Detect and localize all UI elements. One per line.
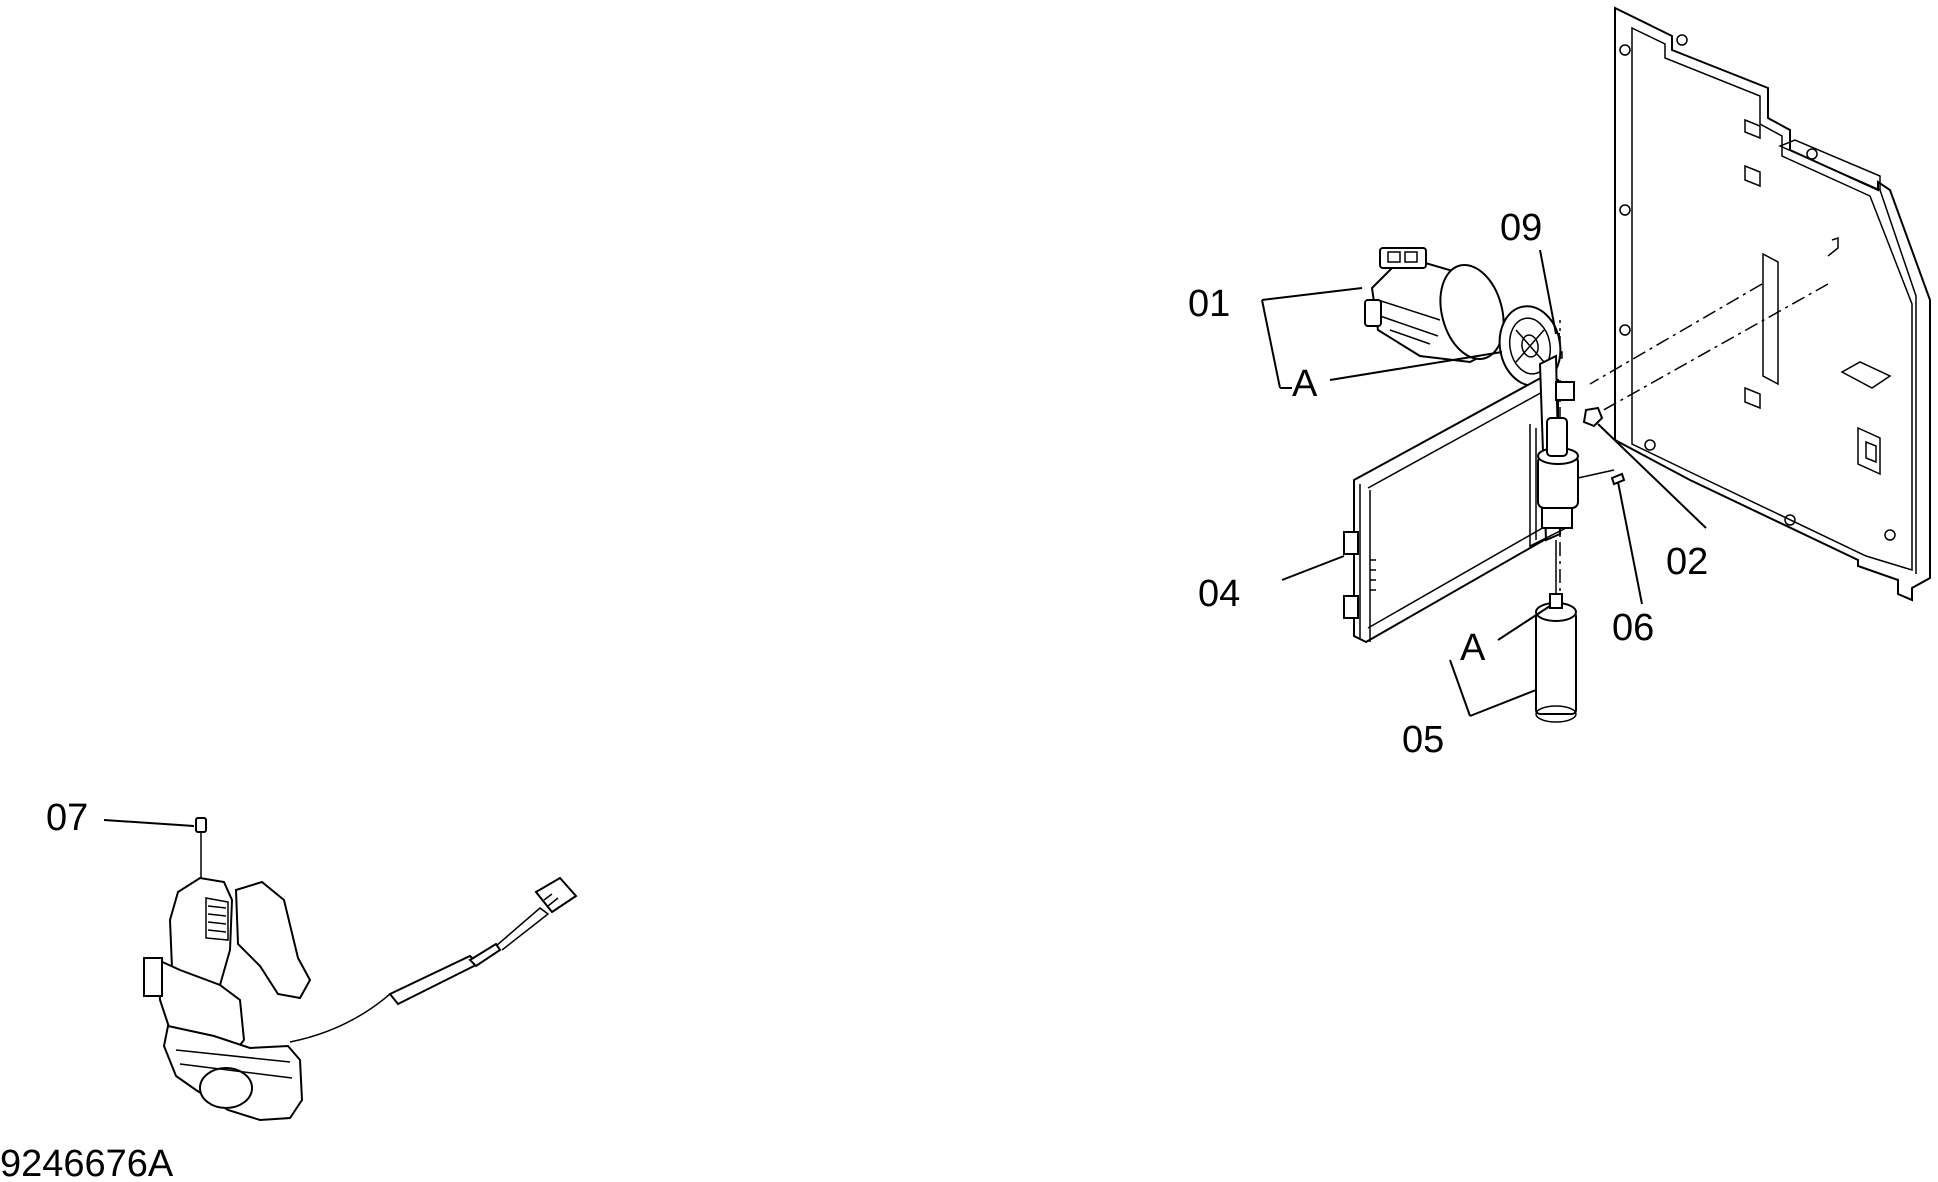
- mounting-panel: [1614, 6, 1931, 602]
- leader-lines: [103, 249, 1707, 827]
- callout-a-lower: A: [1460, 627, 1486, 669]
- callout-05: 05: [1402, 719, 1444, 761]
- callout-01: 01: [1188, 283, 1230, 325]
- callout-06: 06: [1612, 607, 1654, 649]
- condenser-04: [1343, 354, 1571, 644]
- callout-a-upper: A: [1292, 363, 1318, 405]
- callout-09: 09: [1500, 207, 1542, 249]
- callout-07: 07: [46, 797, 88, 839]
- evaporator-unit: [143, 817, 578, 1122]
- callout-04: 04: [1198, 573, 1240, 615]
- callout-02: 02: [1666, 541, 1708, 583]
- nut-02: [1582, 406, 1604, 428]
- bolt-06: [1610, 472, 1626, 486]
- drawing-number: 9246676A: [0, 1143, 174, 1182]
- compressor-01: [1364, 247, 1505, 364]
- receiver-assembly: [1537, 381, 1615, 529]
- receiver-drier-05: [1535, 540, 1577, 723]
